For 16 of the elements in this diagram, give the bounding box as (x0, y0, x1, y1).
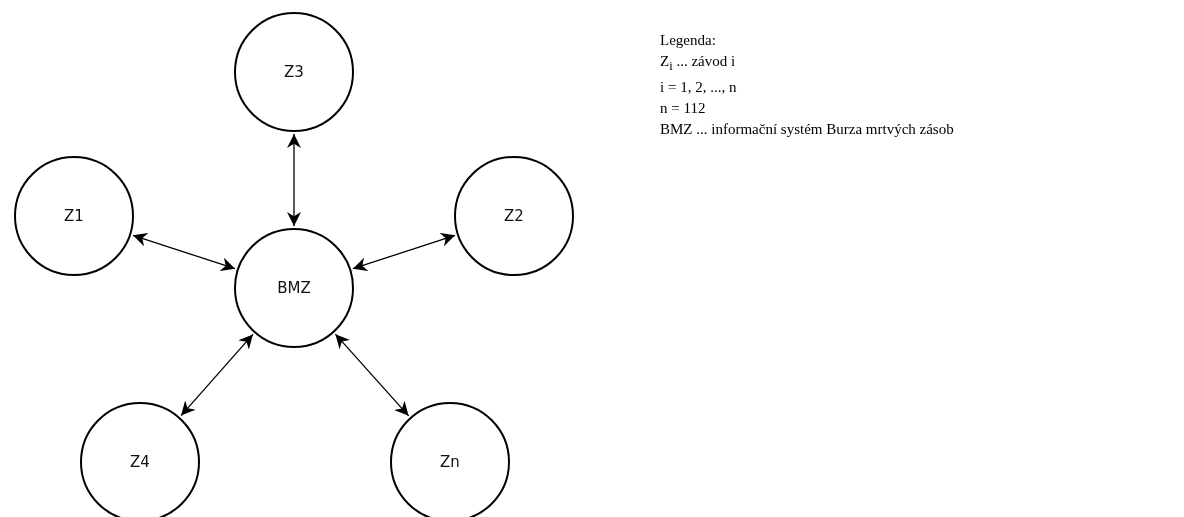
node-label: Z2 (504, 207, 524, 225)
legend-text: Z$_{i}$ ... závod i (660, 52, 737, 75)
node-label: Z3 (284, 63, 304, 81)
double-arrow (132, 233, 236, 271)
legend-text: i = 1, 2, ..., n (660, 78, 738, 97)
double-arrow (180, 333, 254, 417)
legend-text: BMZ ... informační systém Burza mrtvých zásob (660, 120, 954, 139)
node-label: Z1 (64, 207, 84, 225)
node-label: Z4 (130, 453, 150, 471)
node-label: Zn (440, 453, 460, 471)
legend-text: n = 112 (660, 99, 707, 118)
double-arrow (352, 233, 456, 271)
double-arrow (287, 133, 301, 227)
legend-text: Legenda: (660, 31, 717, 50)
double-arrow (334, 333, 410, 417)
node-label: BMZ (277, 279, 311, 297)
